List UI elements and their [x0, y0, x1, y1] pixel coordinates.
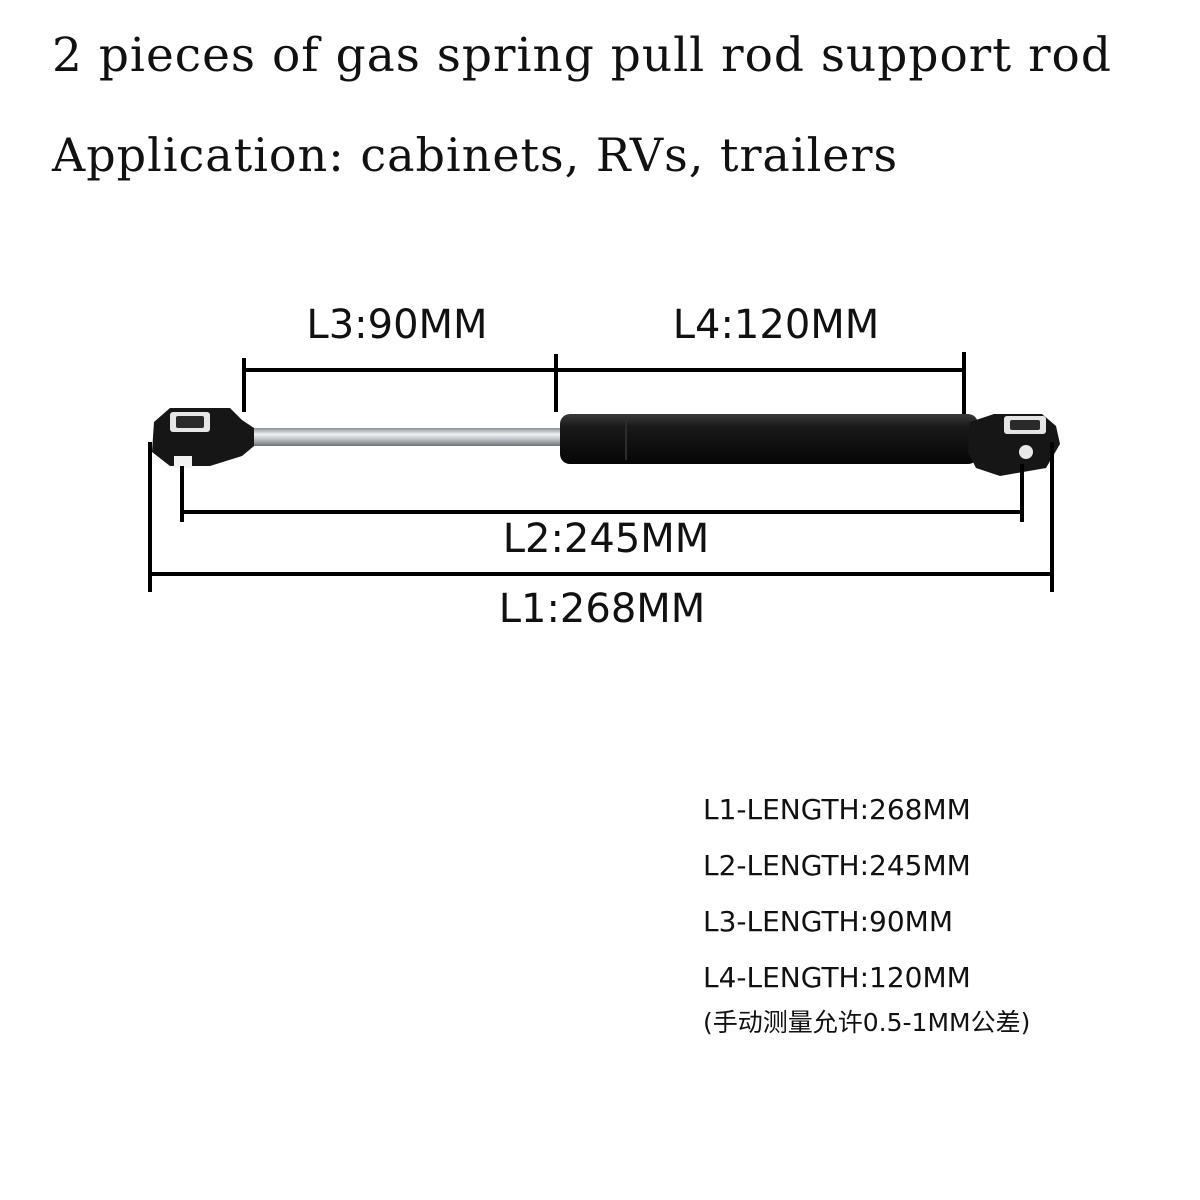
spec-l4-length: L4-LENGTH:120MM — [703, 961, 971, 994]
spec-l2-length: L2-LENGTH:245MM — [703, 849, 971, 882]
tolerance-note: (手动测量允许0.5-1MM公差) — [703, 1008, 1031, 1037]
spec-l1-length: L1-LENGTH:268MM — [703, 793, 971, 826]
spec-list: L1-LENGTH:268MM L2-LENGTH:245MM L3-LENGT… — [703, 790, 1030, 1048]
product-image: L3:90MM L4:120MM L2:245MM L1:268MM — [130, 230, 1080, 710]
l4-label: L4:120MM — [672, 302, 880, 348]
gas-spring-illustration — [148, 352, 1060, 592]
cylinder-body — [560, 414, 978, 464]
dimension-lines — [148, 352, 1054, 592]
l3-label: L3:90MM — [306, 302, 488, 348]
left-end-fitting — [152, 408, 254, 468]
product-title: 2 pieces of gas spring pull rod support … — [52, 28, 1112, 83]
l2-label: L2:245MM — [502, 516, 710, 562]
l1-label: L1:268MM — [498, 586, 706, 632]
right-end-fitting — [968, 414, 1060, 476]
piston-rod — [242, 428, 562, 446]
application-line: Application: cabinets, RVs, trailers — [52, 128, 899, 182]
spec-l3-length: L3-LENGTH:90MM — [703, 905, 953, 938]
